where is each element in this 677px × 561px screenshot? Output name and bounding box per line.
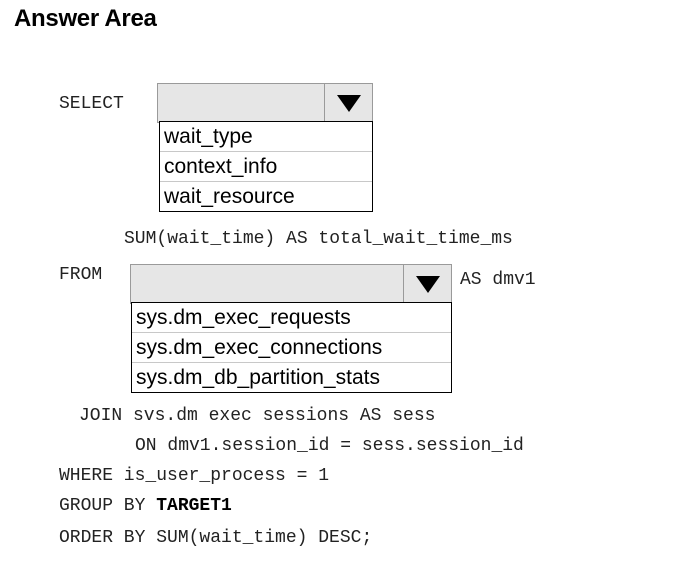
from-keyword: FROM	[59, 265, 103, 285]
join-line: JOIN svs.dm exec sessions AS sess	[79, 406, 436, 426]
dmv-option[interactable]: sys.dm_exec_connections	[132, 333, 451, 363]
triangle-down-icon	[415, 276, 440, 293]
dmv-option[interactable]: sys.dm_exec_requests	[132, 303, 451, 333]
group-by-line: GROUP BY TARGET1	[59, 494, 232, 518]
order-by-line: ORDER BY SUM(wait_time) DESC;	[59, 528, 373, 548]
column-dropdown-toggle[interactable]	[324, 84, 372, 122]
dmv-option[interactable]: sys.dm_db_partition_stats	[136, 366, 380, 389]
column-option[interactable]: context_info	[160, 152, 372, 182]
column-option[interactable]: wait_resource	[164, 185, 295, 208]
group-by-target: TARGET1	[156, 496, 232, 516]
select-keyword: SELECT	[59, 94, 124, 114]
where-line: WHERE is_user_process = 1	[59, 466, 330, 486]
triangle-down-icon	[336, 95, 361, 112]
column-dropdown[interactable]	[157, 83, 373, 123]
alias-text: AS dmv1	[460, 270, 536, 290]
dmv-dropdown[interactable]	[130, 264, 452, 304]
sum-line: SUM(wait_time) AS total_wait_time_ms	[124, 229, 513, 249]
page-title: Answer Area	[14, 5, 157, 32]
on-line: ON dmv1.session_id = sess.session_id	[135, 436, 524, 456]
dmv-options-list: sys.dm_exec_requests sys.dm_exec_connect…	[131, 302, 452, 393]
group-by-keyword: GROUP BY	[59, 496, 157, 516]
column-option[interactable]: wait_type	[160, 122, 372, 152]
dmv-dropdown-toggle[interactable]	[403, 265, 451, 303]
column-options-list: wait_type context_info wait_resource	[159, 121, 373, 212]
